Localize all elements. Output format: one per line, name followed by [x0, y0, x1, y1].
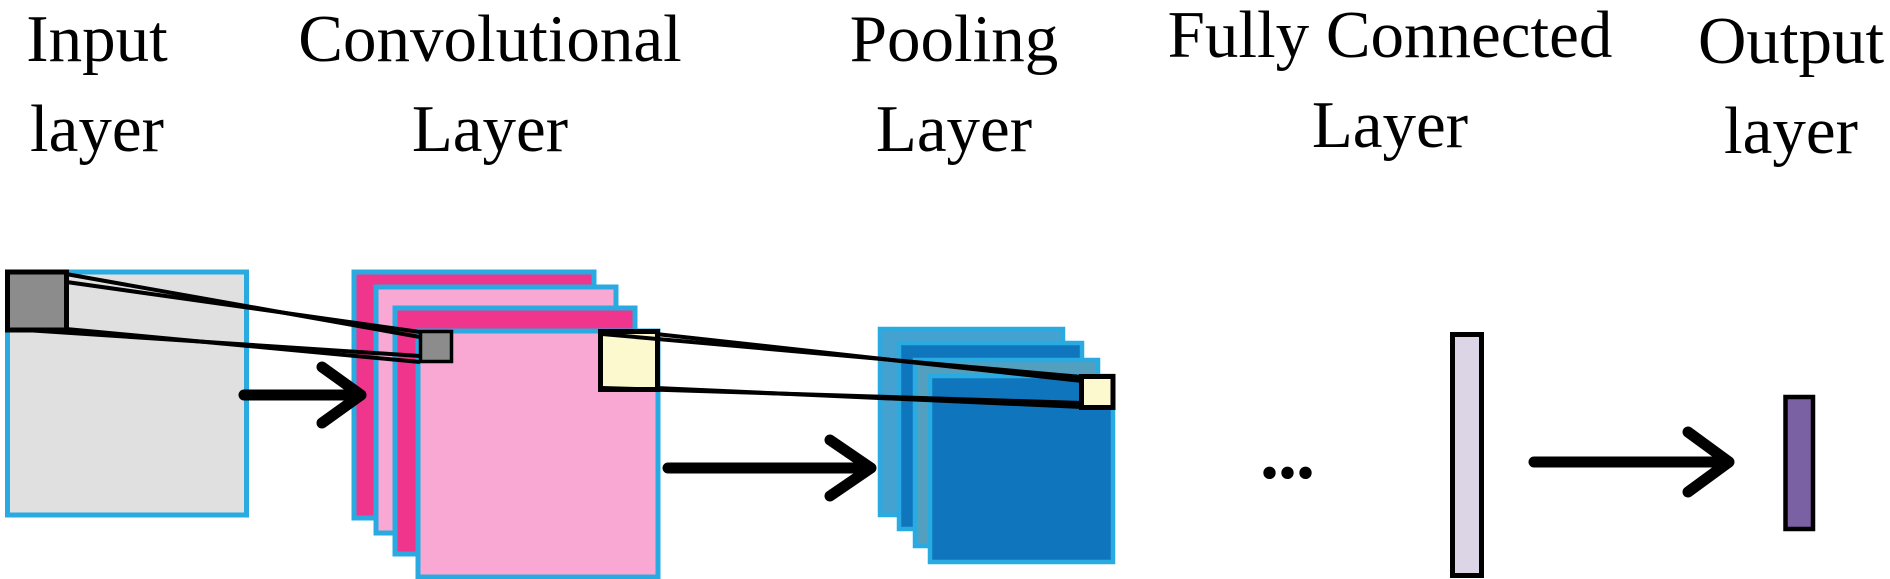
input-kernel-window: [5, 269, 69, 333]
arrow-head: [316, 361, 367, 429]
conv-pooling-window: [598, 329, 660, 392]
label-input-layer: Input layer: [26, 2, 168, 166]
label-convolutional-layer: Convolutional Layer: [298, 2, 682, 166]
label-pooling-layer: Pooling Layer: [849, 2, 1059, 166]
label-output-layer: Output layer: [1697, 4, 1885, 168]
arrow-fc-to-output: [1528, 426, 1735, 498]
arrow-input-to-conv: [238, 361, 367, 429]
projection-line: [65, 327, 421, 364]
output-layer-bar: [1783, 394, 1816, 532]
arrow-head: [1682, 426, 1735, 498]
ellipsis: ...: [1260, 411, 1314, 495]
projection-line: [9, 272, 421, 334]
input-to-conv-frustum: [9, 272, 421, 364]
arrow-conv-to-pool: [662, 434, 877, 502]
arrow-head: [824, 434, 877, 502]
label-fully-connected-layer: Fully Connected Layer: [1167, 0, 1613, 162]
projection-line: [655, 332, 1083, 383]
conv-result-window: [418, 329, 454, 364]
projection-line: [65, 272, 421, 339]
fc-layer-bar: [1450, 332, 1484, 578]
pool-result-window: [1079, 374, 1116, 410]
conv-to-pool-frustum: [601, 332, 1083, 409]
projection-line: [655, 386, 1083, 409]
